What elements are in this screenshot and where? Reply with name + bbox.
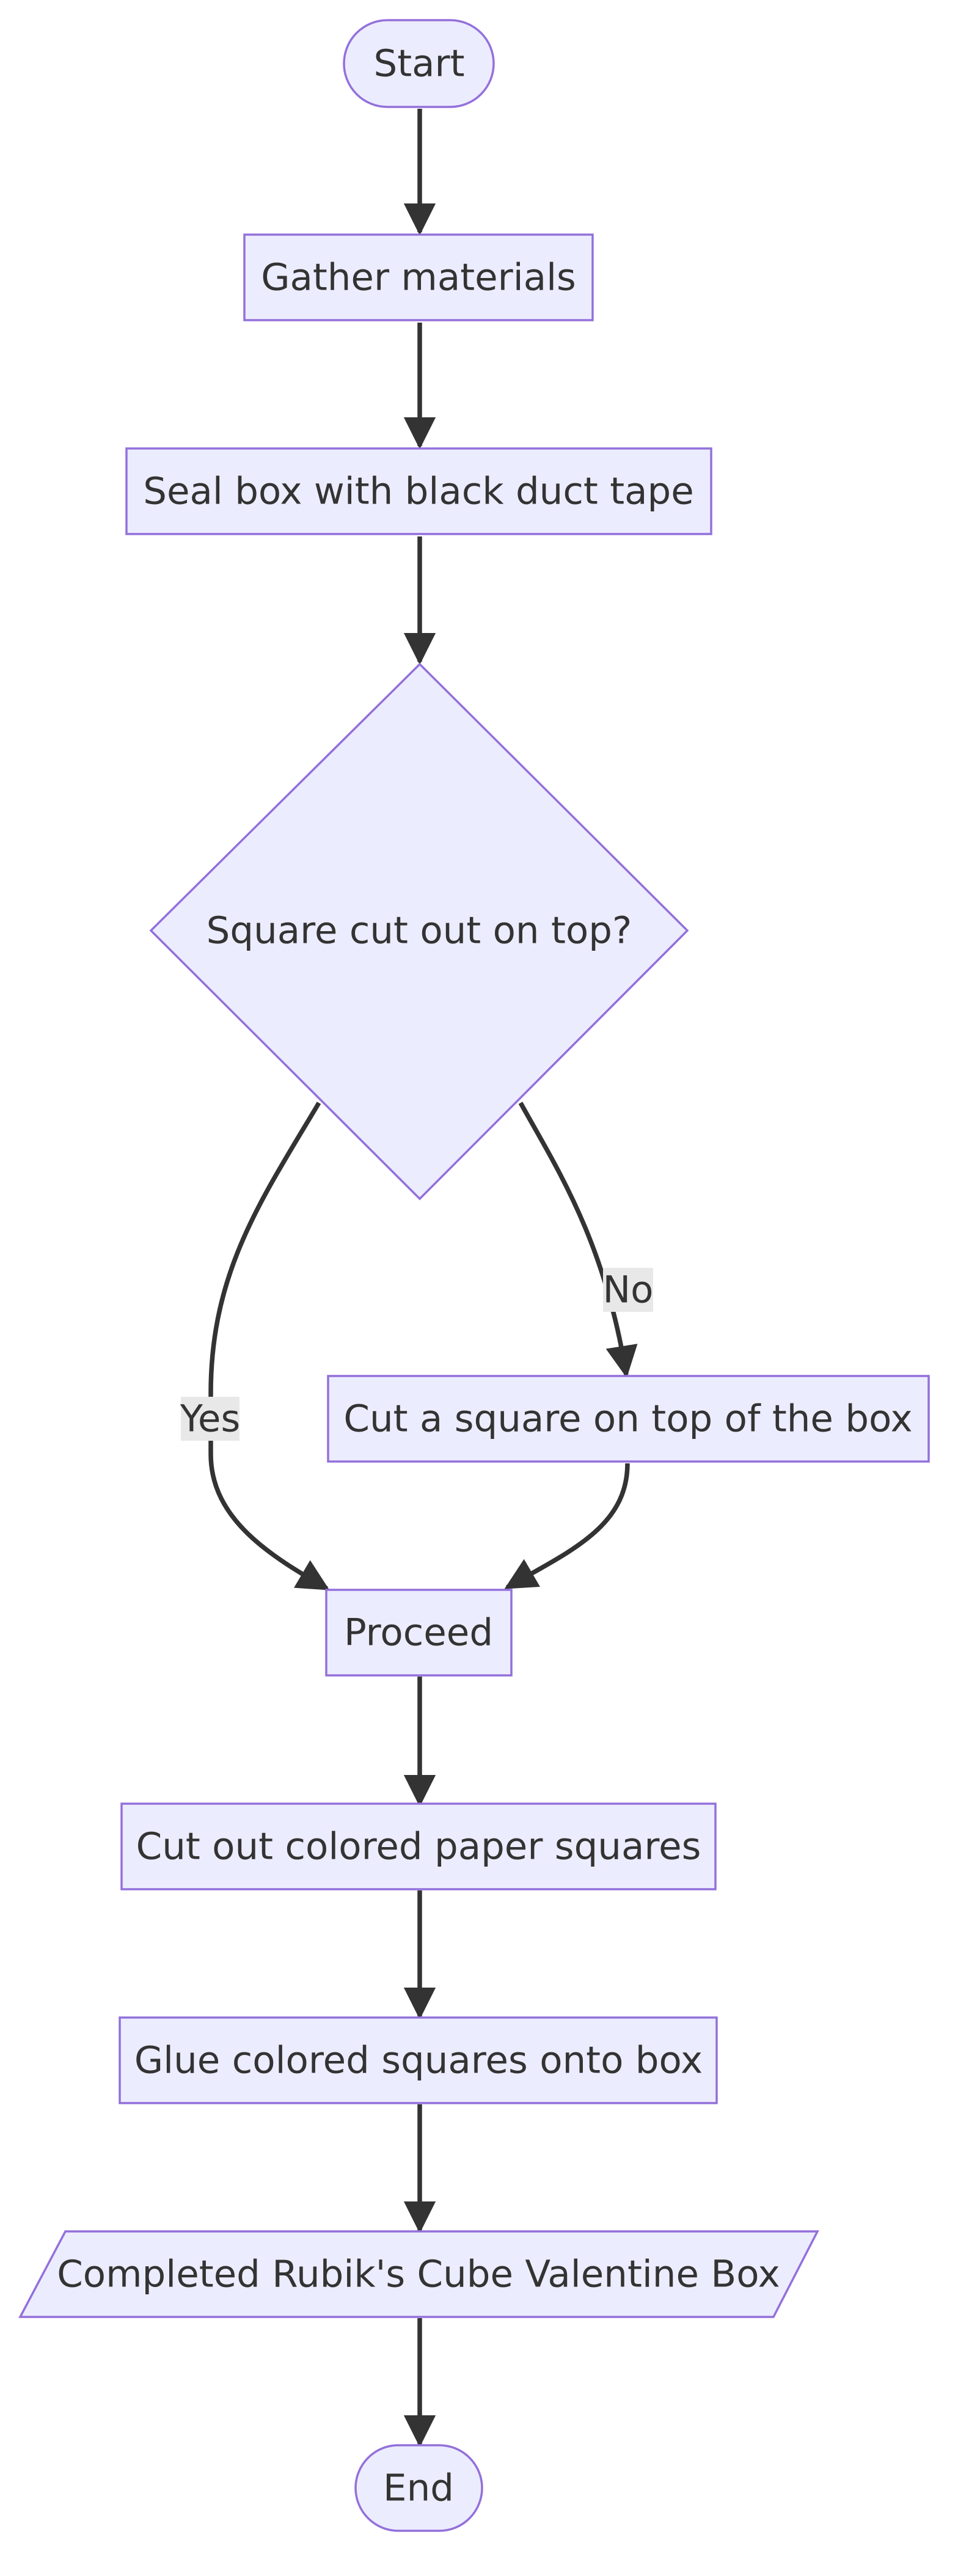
- node-glue-squares-label: Glue colored squares onto box: [134, 2039, 703, 2082]
- node-completed-box: Completed Rubik's Cube Valentine Box: [18, 2230, 819, 2318]
- node-seal-box-label: Seal box with black duct tape: [143, 470, 694, 513]
- node-proceed-label: Proceed: [344, 1611, 493, 1655]
- edge-label-no-text: No: [603, 1268, 654, 1312]
- node-end-label: End: [383, 2467, 454, 2510]
- edge-decision-no-to-cut-square: [518, 1102, 638, 1378]
- node-end: End: [354, 2444, 483, 2532]
- edges: [208, 109, 638, 2448]
- node-start: Start: [343, 19, 495, 108]
- node-decision-square-cut: Square cut out on top?: [149, 662, 689, 1201]
- edge-label-no: No: [603, 1268, 654, 1312]
- node-gather-materials: Gather materials: [243, 233, 594, 321]
- node-decision-label: Square cut out on top?: [207, 909, 632, 953]
- node-proceed: Proceed: [325, 1589, 513, 1677]
- node-gather-materials-label: Gather materials: [261, 256, 576, 299]
- edge-label-yes-text: Yes: [180, 1397, 240, 1441]
- node-cut-paper-squares-label: Cut out colored paper squares: [136, 1825, 701, 1868]
- node-start-label: Start: [373, 42, 464, 86]
- node-glue-squares: Glue colored squares onto box: [119, 2016, 718, 2104]
- node-cut-paper-squares: Cut out colored paper squares: [120, 1802, 717, 1890]
- edge-decision-yes-to-proceed: [208, 1102, 330, 1591]
- edge-label-yes: Yes: [180, 1397, 240, 1441]
- node-cut-square: Cut a square on top of the box: [327, 1375, 930, 1463]
- node-completed-box-label: Completed Rubik's Cube Valentine Box: [57, 2253, 780, 2296]
- edge-cut-square-to-proceed: [504, 1463, 630, 1590]
- node-cut-square-label: Cut a square on top of the box: [343, 1397, 912, 1441]
- node-seal-box: Seal box with black duct tape: [125, 447, 712, 535]
